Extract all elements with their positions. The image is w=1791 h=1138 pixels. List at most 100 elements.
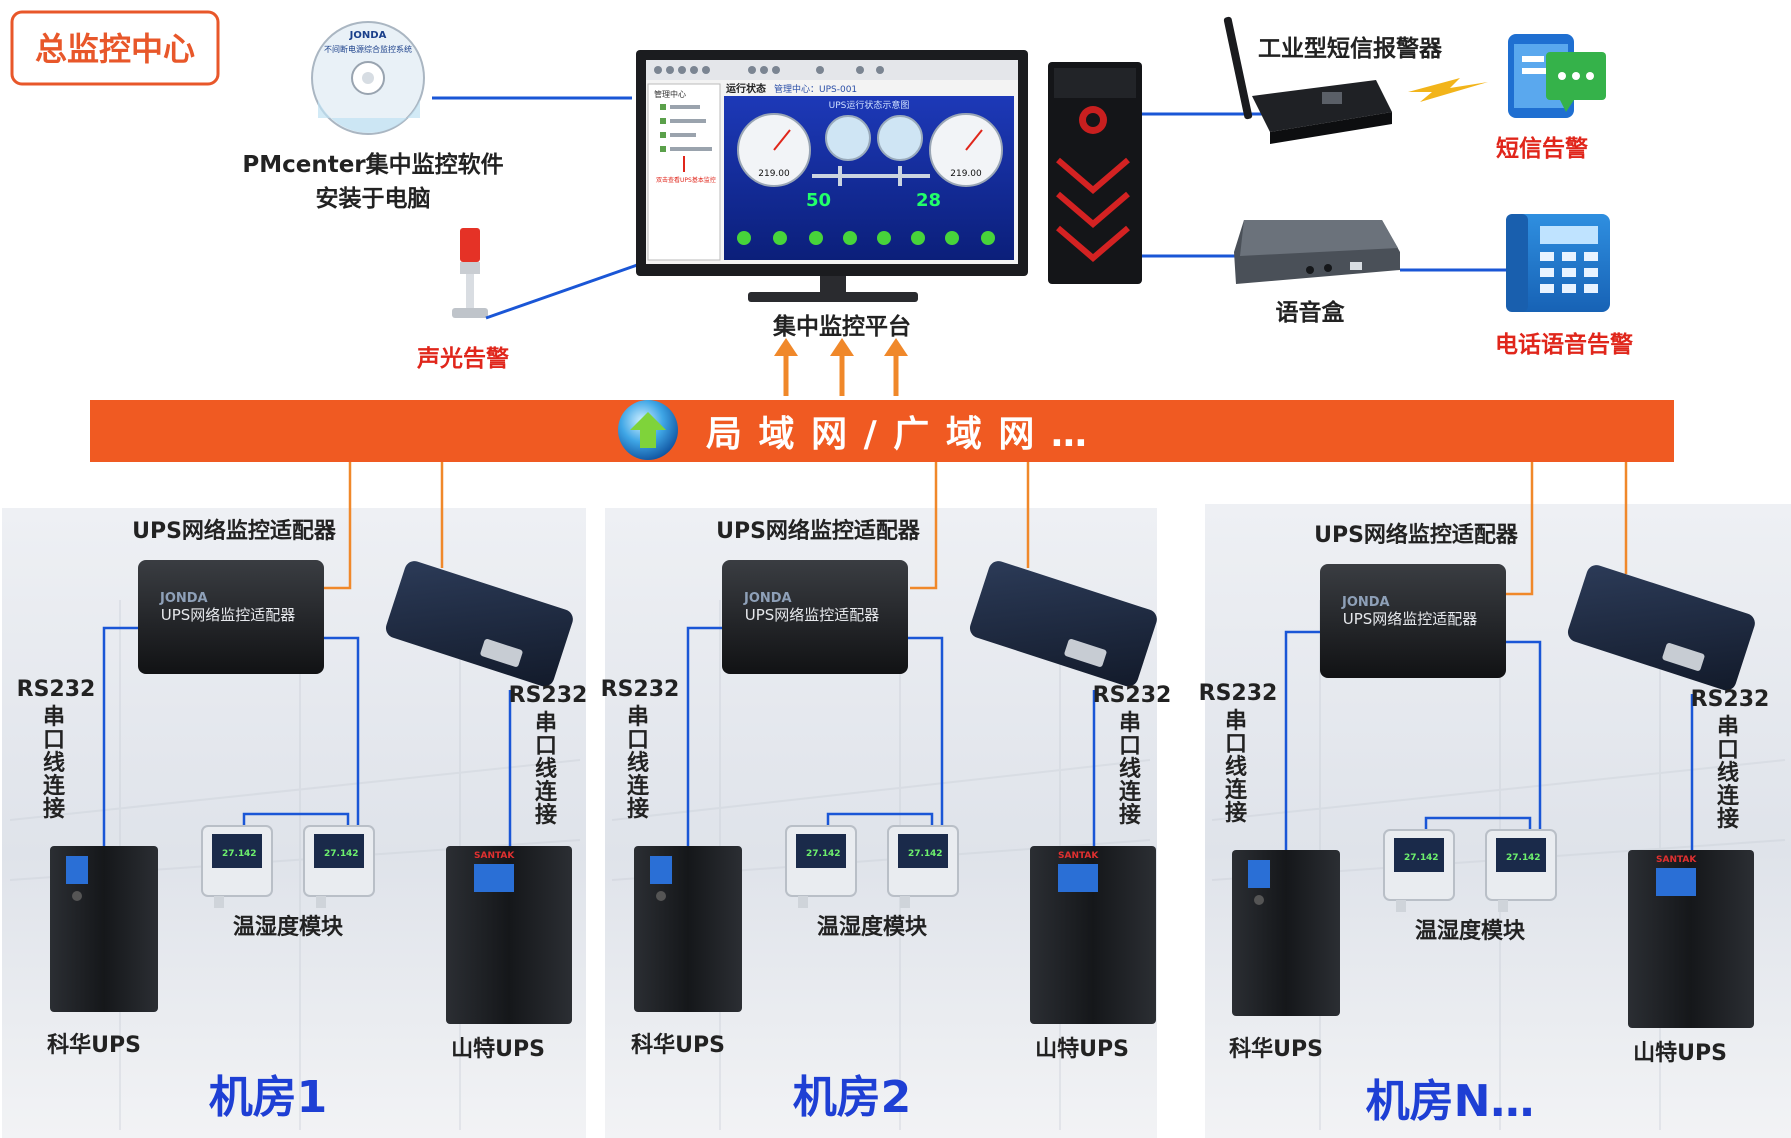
- monitor-icon: 运行状态 管理中心：UPS-001 管理中心 双击查看UPS基本监控 UPS运行…: [636, 50, 1028, 302]
- sensor-humidity: 42: [930, 849, 943, 859]
- alarm-light-label: 声光告警: [417, 346, 509, 372]
- serial-lines: [102, 626, 512, 846]
- network-drop-lines: [320, 462, 1628, 596]
- rs232-right-label: RS232: [509, 683, 588, 708]
- rs232-left-label: RS232: [17, 677, 96, 702]
- sensor-temp: 27.1: [1506, 853, 1528, 863]
- sensor-label: 温湿度模块: [1415, 918, 1526, 944]
- screen-tree-root: 管理中心: [654, 89, 686, 99]
- rs232-left-label: RS232: [601, 677, 680, 702]
- room-title: 机房2: [793, 1072, 912, 1123]
- sensor-temp: 27.1: [908, 849, 930, 859]
- network-adapter-navy: [969, 561, 1157, 687]
- adapter-brand: JONDA: [159, 591, 208, 606]
- rs232-right-text: 串口线连接: [1717, 715, 1740, 832]
- adapter-title: UPS网络监控适配器: [132, 518, 337, 544]
- sensor-temp: 27.1: [222, 849, 244, 859]
- adapter-title: UPS网络监控适配器: [1314, 522, 1519, 548]
- software-caption-line1: PMcenter集中监控软件: [242, 151, 503, 178]
- sms-device-label: 工业型短信报警器: [1258, 35, 1443, 62]
- sms-alert-label: 短信告警: [1496, 135, 1588, 162]
- screen-gauge-left: 219.00: [737, 113, 811, 187]
- serial-lines: [1284, 630, 1694, 850]
- voice-alert-label: 电话语音告警: [1495, 331, 1633, 358]
- adapter-text: UPS网络监控适配器: [161, 606, 296, 624]
- screen-gauge-mid-2: [877, 115, 923, 161]
- uplink-arrows: [774, 338, 908, 396]
- ups-right-icon: SANTAK: [1030, 846, 1156, 1024]
- adapter-text: UPS网络监控适配器: [745, 606, 880, 624]
- serial-lines: [686, 626, 1096, 846]
- network-bar: 局 域 网 / 广 域 网 …: [90, 400, 1674, 462]
- rs232-left-text: 串口线连接: [43, 705, 66, 822]
- screen-tab-center: 管理中心：UPS-001: [774, 83, 857, 95]
- ups-brand: SANTAK: [1058, 851, 1099, 861]
- platform-label: 集中监控平台: [772, 313, 911, 340]
- rs232-right-label: RS232: [1691, 687, 1770, 712]
- ups-right-icon: SANTAK: [1628, 850, 1754, 1028]
- ups-right-label: 山特UPS: [1035, 1036, 1129, 1062]
- gauge-left-value: 219.00: [758, 169, 790, 179]
- screen-gauge-mid-1: [825, 115, 871, 161]
- sms-phone-icon: [1508, 34, 1606, 118]
- rs232-right-text: 串口线连接: [1119, 711, 1142, 828]
- sensor-humidity: 42: [1528, 853, 1541, 863]
- screen-digital-left: 50: [806, 190, 831, 211]
- adapter-brand: JONDA: [743, 591, 792, 606]
- ups-left-label: 科华UPS: [47, 1032, 141, 1058]
- header-badge: 总监控中心: [10, 10, 220, 86]
- sensor-humidity: 42: [346, 849, 359, 859]
- voice-box-label: 语音盒: [1276, 299, 1346, 326]
- disc-brand: JONDA: [349, 30, 387, 41]
- sensor-temp: 27.1: [806, 849, 828, 859]
- ups-left-label: 科华UPS: [631, 1032, 725, 1058]
- disc-subtitle: 不间断电源综合监控系统: [324, 44, 412, 54]
- room-title: 机房N…: [1366, 1076, 1535, 1127]
- rs232-right-label: RS232: [1093, 683, 1172, 708]
- rs232-left-label: RS232: [1199, 681, 1278, 706]
- alarm-light-icon: [452, 228, 488, 318]
- sensor-label: 温湿度模块: [233, 914, 344, 940]
- room-title: 机房1: [209, 1072, 328, 1123]
- sensor-humidity: 42: [828, 849, 841, 859]
- network-adapter-navy: [385, 561, 573, 687]
- screen-digital-right: 28: [916, 190, 941, 211]
- page-title: 总监控中心: [35, 30, 195, 68]
- screen-tree-link: 双击查看UPS基本监控: [656, 176, 716, 184]
- software-caption-line2: 安装于电脑: [316, 185, 431, 212]
- room-1: UPS网络监控适配器JONDAUPS网络监控适配器RS232串口线连接RS232…: [17, 518, 588, 1123]
- sms-modem-icon: [1223, 16, 1392, 144]
- sensor-temp: 27.1: [1404, 853, 1426, 863]
- voice-box-icon: [1234, 220, 1400, 284]
- gauge-right-value: 219.00: [950, 169, 982, 179]
- ups-left-icon: [634, 846, 742, 1012]
- rs232-left-text: 串口线连接: [1225, 709, 1248, 826]
- network-adapter-navy: [1567, 565, 1755, 691]
- ups-brand: SANTAK: [474, 851, 515, 861]
- screen-panel-title: UPS运行状态示意图: [829, 99, 910, 111]
- network-label: 局 域 网 / 广 域 网 …: [706, 414, 1089, 455]
- room-n: UPS网络监控适配器JONDAUPS网络监控适配器RS232串口线连接RS232…: [1199, 522, 1770, 1127]
- software-disc: JONDA 不间断电源综合监控系统: [311, 21, 425, 135]
- desk-phone-icon: [1506, 214, 1610, 312]
- pc-tower-icon: [1048, 62, 1142, 284]
- adapter-text: UPS网络监控适配器: [1343, 610, 1478, 628]
- ups-left-icon: [50, 846, 158, 1012]
- rs232-left-text: 串口线连接: [627, 705, 650, 822]
- sensor-humidity: 42: [1426, 853, 1439, 863]
- sensor-temp: 27.1: [324, 849, 346, 859]
- ups-right-icon: SANTAK: [446, 846, 572, 1024]
- screen-gauge-right: 219.00: [929, 113, 1003, 187]
- adapter-brand: JONDA: [1341, 595, 1390, 610]
